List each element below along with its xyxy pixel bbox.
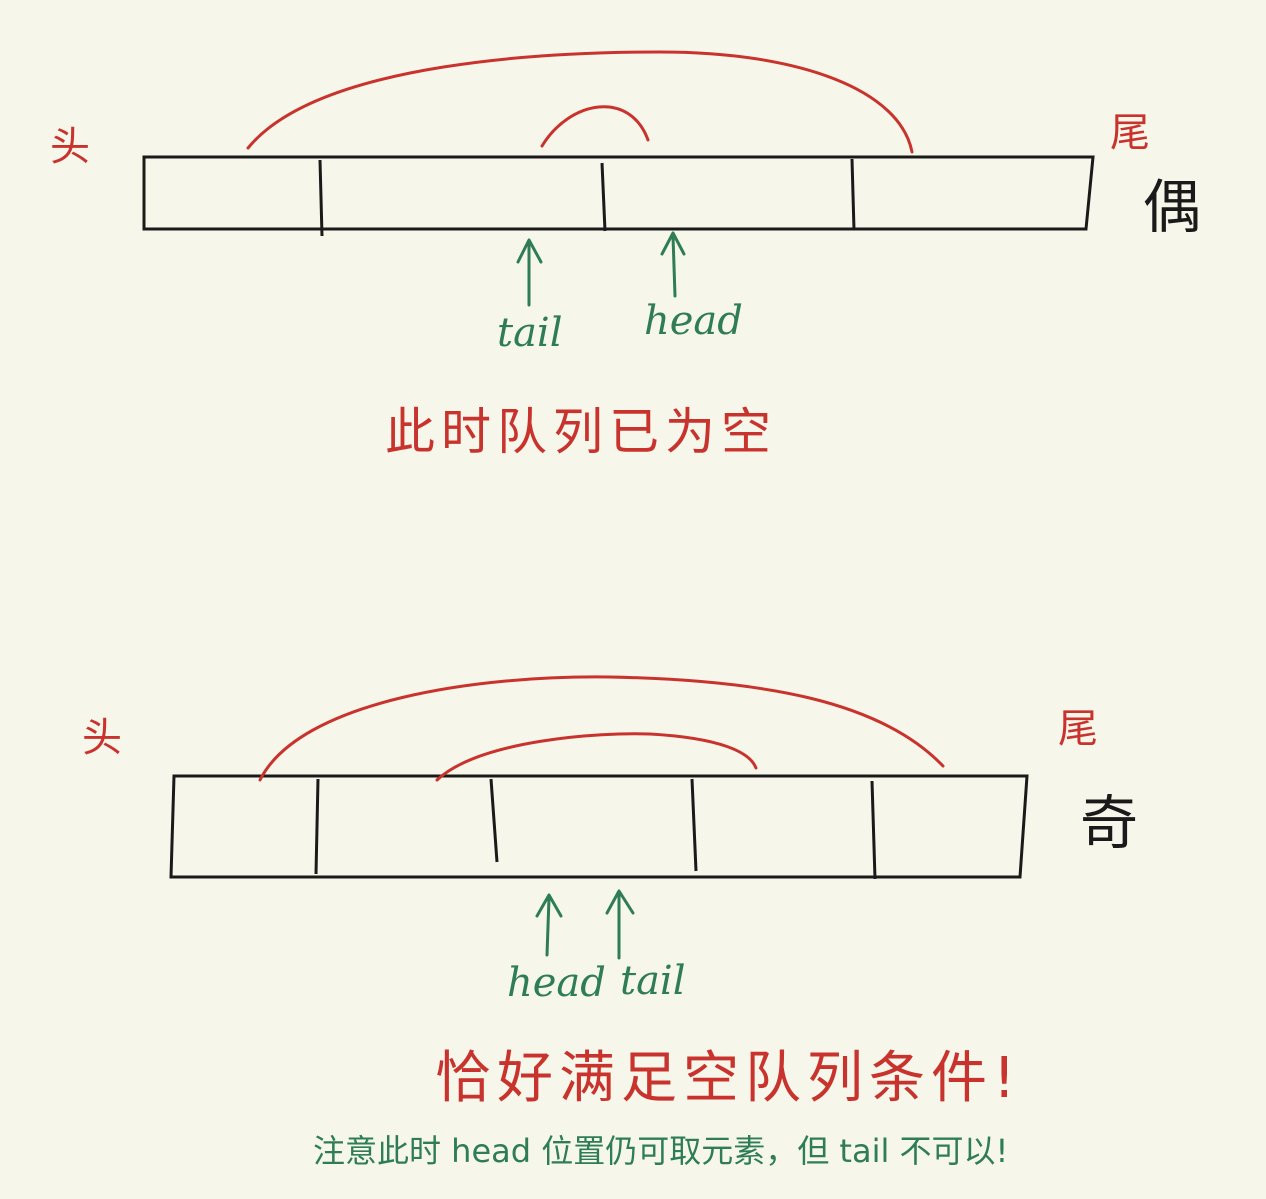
even-tail-arrow	[516, 238, 543, 307]
even-inner-arc	[540, 105, 650, 148]
even-cell-divider-3	[850, 158, 856, 231]
even-pointers	[516, 231, 686, 307]
odd-tail-end-label: 尾	[1058, 706, 1098, 752]
even-head-end-label: 头	[50, 124, 90, 170]
odd-tail-pointer-label: tail	[620, 958, 686, 1004]
odd-caption: 恰好满足空队列条件!	[435, 1046, 1022, 1111]
odd-parity-label: 奇	[1080, 789, 1139, 857]
even-parity-label: 偶	[1143, 173, 1202, 241]
odd-head-pointer-label: head	[507, 960, 606, 1006]
odd-cell-divider-1	[314, 778, 320, 875]
even-queue-array	[142, 155, 1095, 237]
odd-arcs	[258, 675, 945, 782]
odd-outer-arc	[258, 675, 945, 782]
odd-cell-divider-4	[870, 780, 877, 880]
odd-head-arrow	[535, 893, 563, 957]
odd-tail-arrow	[605, 889, 635, 960]
even-cell-divider-1	[318, 159, 324, 237]
even-tail-end-label: 尾	[1110, 110, 1150, 156]
odd-cell-divider-2	[489, 778, 499, 863]
odd-inner-arc	[435, 732, 758, 782]
even-arcs	[246, 50, 914, 154]
even-head-pointer-label: head	[644, 298, 743, 344]
odd-note: 注意此时 head 位置仍可取元素，但 tail 不可以!	[313, 1132, 1009, 1170]
even-outer-arc	[246, 50, 914, 154]
even-caption: 此时队列已为空	[385, 403, 777, 461]
even-head-arrow	[660, 231, 686, 298]
even-cell-divider-2	[600, 162, 607, 232]
odd-head-end-label: 头	[82, 715, 122, 761]
odd-cell-divider-3	[690, 778, 698, 872]
odd-array-outline	[169, 774, 1029, 879]
even-tail-pointer-label: tail	[497, 310, 563, 356]
odd-queue-array	[169, 774, 1029, 880]
odd-pointers	[535, 889, 635, 960]
even-array-outline	[142, 155, 1095, 231]
